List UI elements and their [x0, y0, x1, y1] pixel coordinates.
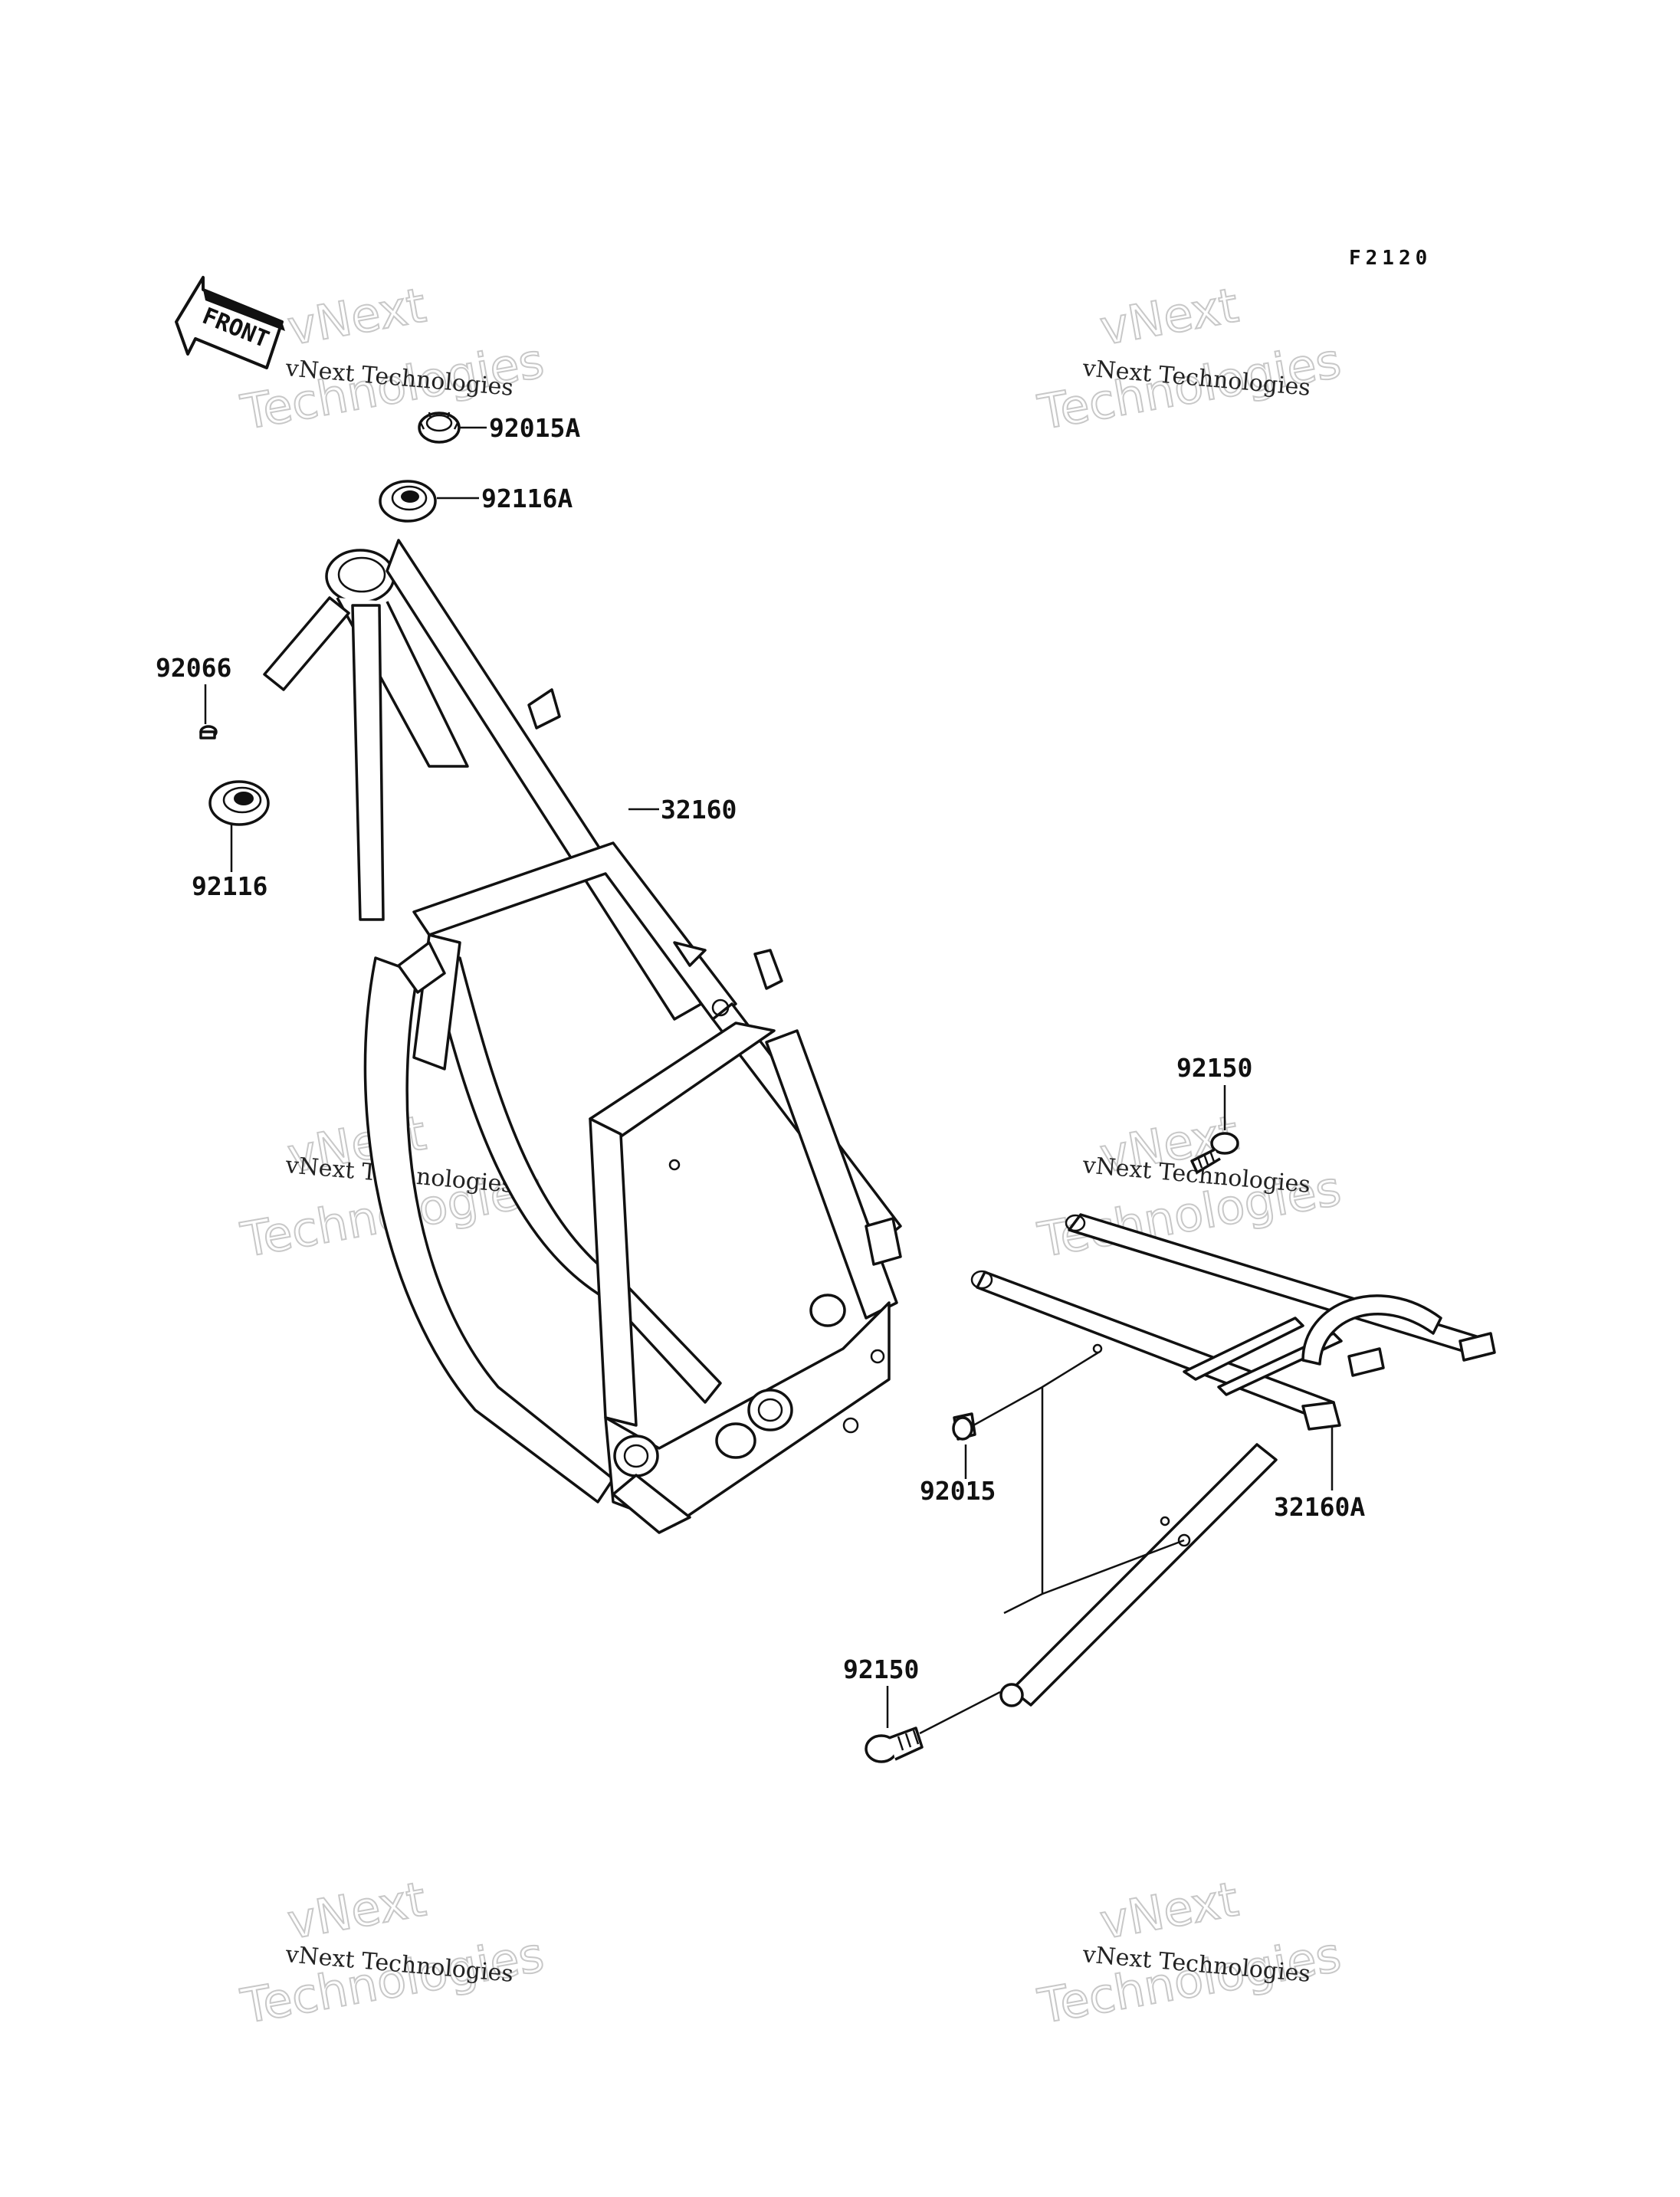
part-92150-bottom-icon	[865, 1726, 924, 1763]
callout-92116A: 92116A	[481, 484, 573, 513]
callout-92150-top: 92150	[1176, 1053, 1252, 1083]
callout-32160A: 32160A	[1274, 1492, 1365, 1522]
svg-text:vNext: vNext	[284, 1871, 430, 1949]
callout-92150-bottom: 92150	[843, 1654, 919, 1684]
watermark-bottom-right: vNext Technologies vNext Technologies	[1033, 1870, 1346, 2035]
front-arrow-icon: FRONT	[175, 276, 285, 369]
callout-32160: 32160	[661, 795, 737, 825]
diagram-code: F2120	[1349, 247, 1432, 270]
leader-92150-bottom-to-strut	[919, 1690, 1001, 1735]
part-92066-icon	[199, 725, 218, 739]
part-92116A-icon	[379, 480, 437, 523]
svg-text:vNext: vNext	[284, 277, 430, 356]
callout-92015A: 92015A	[489, 413, 580, 443]
callout-92116: 92116	[192, 871, 267, 901]
svg-text:vNext: vNext	[1096, 277, 1242, 356]
watermark-middle-right: vNext Technologies vNext Technologies	[1033, 1103, 1346, 1269]
callout-92015: 92015	[920, 1476, 996, 1506]
svg-text:vNext: vNext	[1096, 1871, 1242, 1949]
part-92015A-icon	[418, 412, 461, 444]
leader-92015-bracket	[973, 1351, 1185, 1615]
part-92150-top-icon	[1190, 1132, 1239, 1174]
callout-92066: 92066	[156, 653, 231, 683]
part-92015-icon	[952, 1412, 976, 1441]
frame-32160-drawing	[263, 539, 902, 1534]
part-92116-icon	[208, 780, 270, 826]
watermark-bottom-left: vNext Technologies vNext Technologies	[236, 1870, 549, 2035]
subframe-32160A-drawing	[970, 1213, 1496, 1707]
watermark-top-right: vNext Technologies vNext Technologies	[1033, 276, 1346, 441]
